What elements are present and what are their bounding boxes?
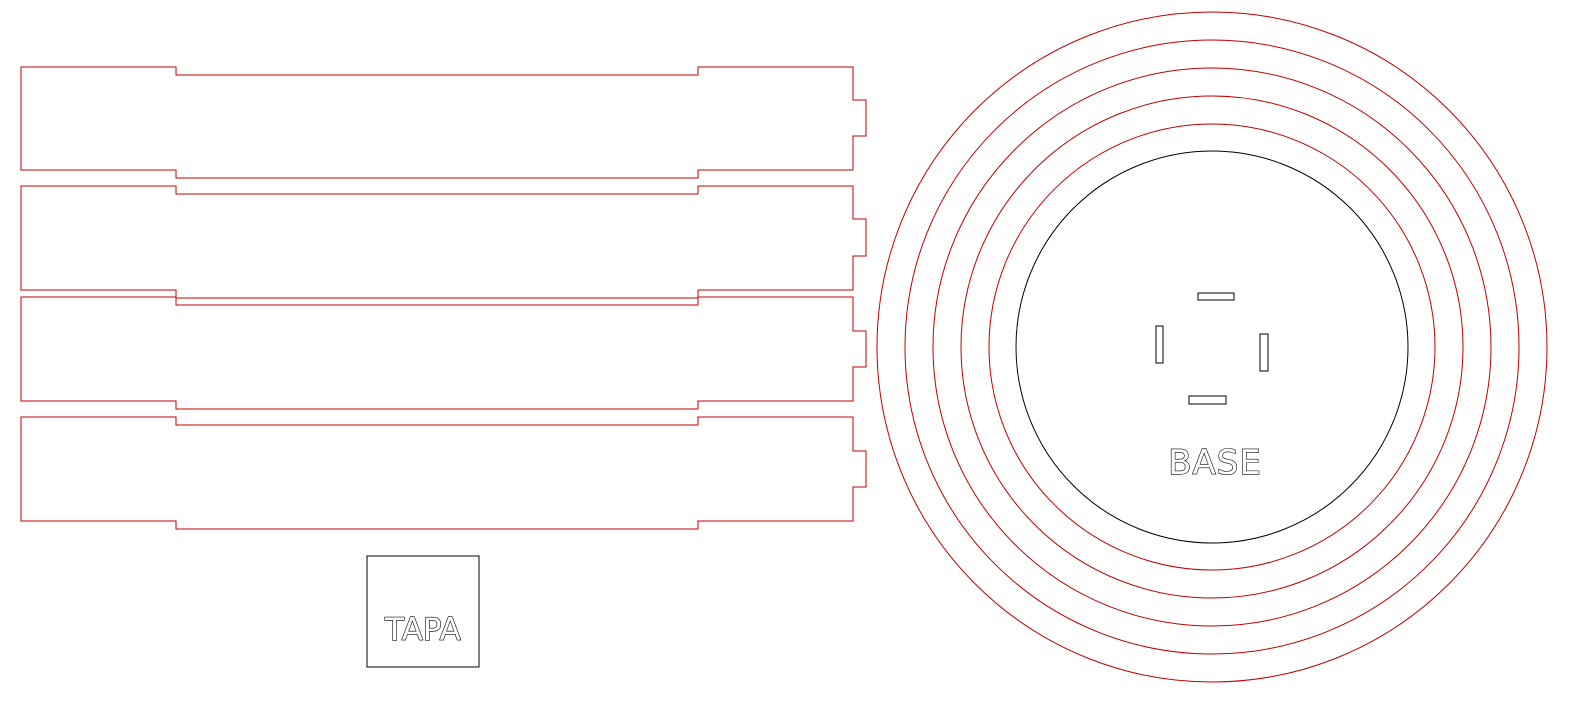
- ring-1: [876, 11, 1548, 683]
- base-disc: [1015, 150, 1409, 544]
- side-strip-3: [20, 296, 867, 410]
- ring-4: [960, 95, 1464, 599]
- slot-left: [1155, 325, 1164, 364]
- side-strip-2: [20, 185, 867, 299]
- ring-3: [932, 67, 1492, 627]
- side-strips: [20, 66, 867, 530]
- slot-bottom: [1188, 395, 1227, 405]
- lid-square: [366, 555, 480, 668]
- lid-piece: TAPA: [366, 555, 480, 668]
- base-slots: [1155, 292, 1269, 405]
- base-label: BASE: [1168, 443, 1262, 483]
- side-strip-4: [20, 416, 867, 530]
- ring-5: [988, 123, 1436, 571]
- ring-2: [904, 39, 1520, 655]
- side-strip-1: [20, 66, 867, 179]
- ring-set: [876, 11, 1548, 683]
- lid-label: TAPA: [384, 612, 461, 648]
- slot-top: [1197, 292, 1235, 301]
- slot-right: [1259, 333, 1269, 372]
